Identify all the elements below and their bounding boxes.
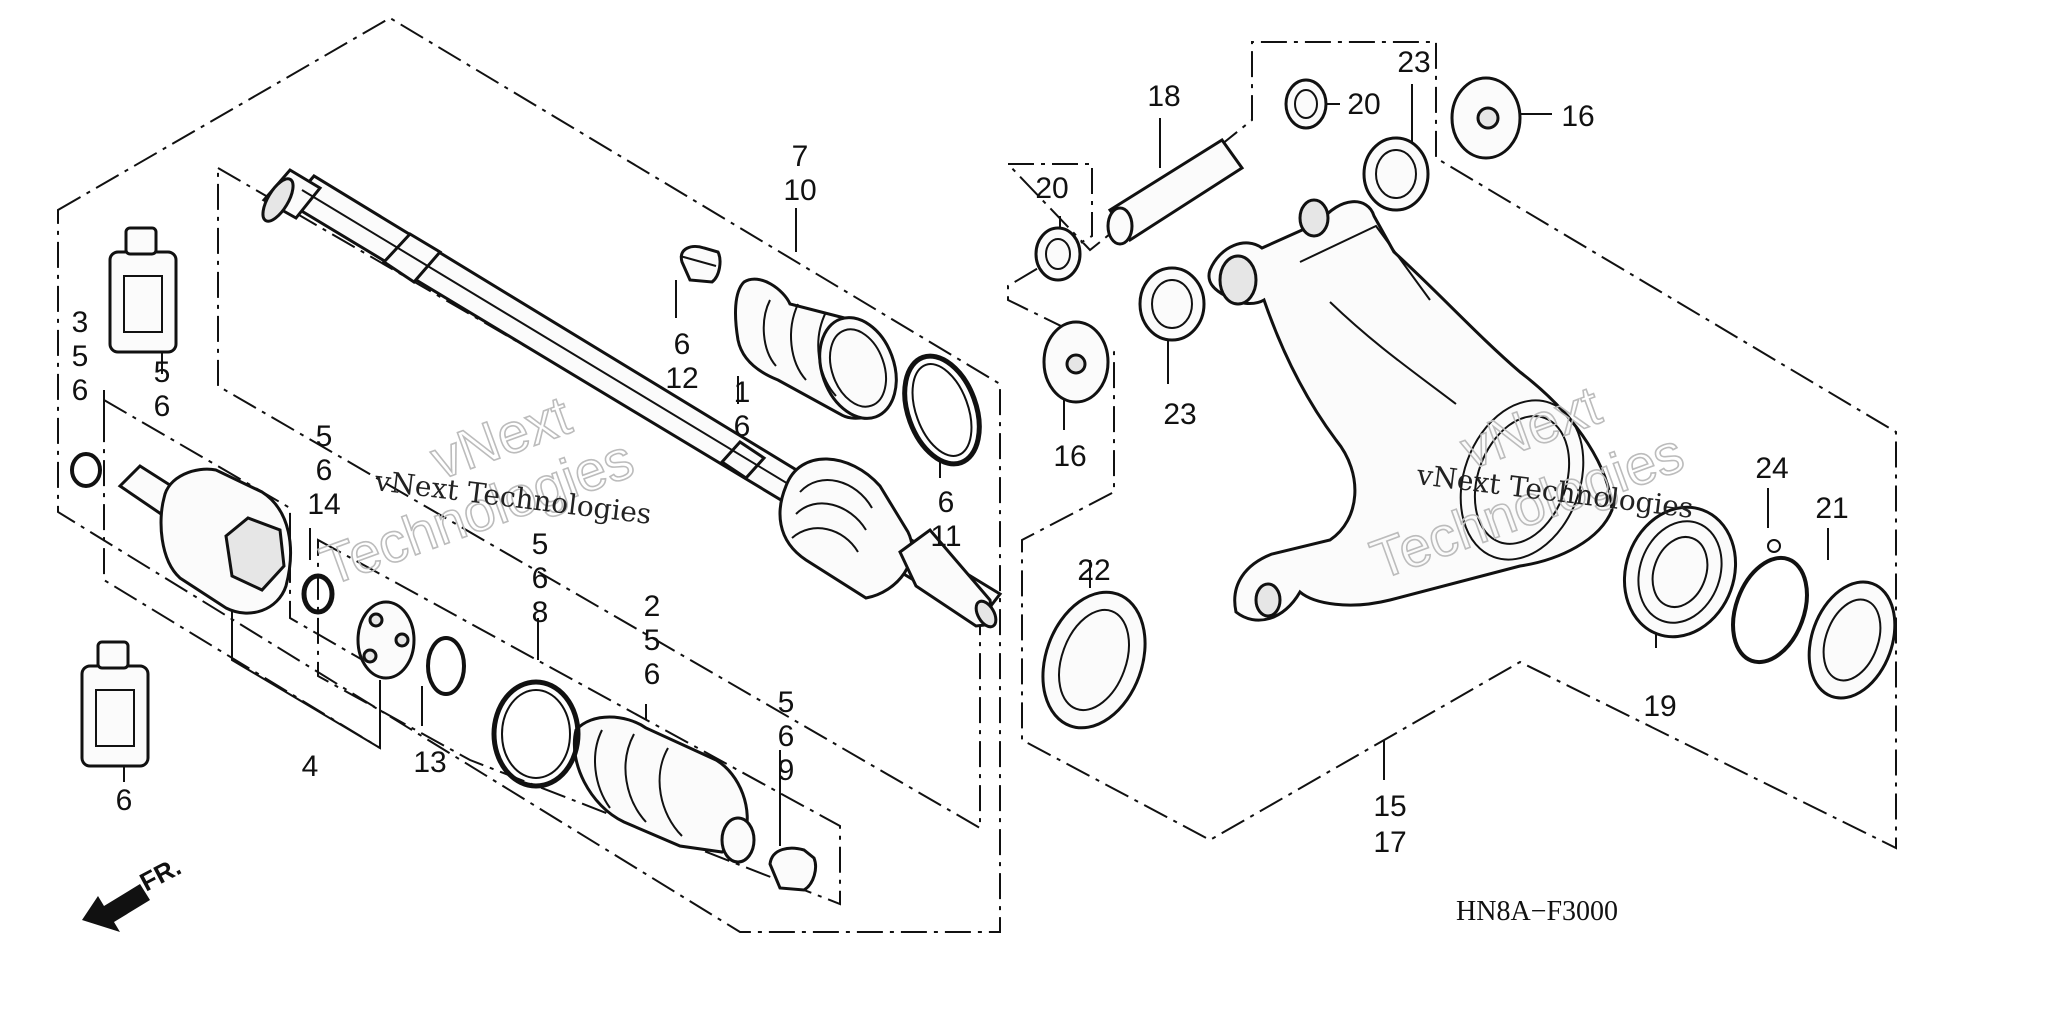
callout-number: 23 [1163,398,1196,431]
callout-6-11: 6 11 [930,486,961,553]
callout-15-17: 15 17 [1373,790,1406,859]
callout-number: 10 [783,174,816,207]
callout-1-6: 1 6 [734,376,751,443]
grease-bottle-top [108,226,178,354]
callout-number: 11 [930,520,961,553]
callout-number: 20 [1035,172,1068,205]
small-band-clamp-top [679,245,722,284]
small-band-clamp-bottom [768,846,818,892]
outer-cv-joint [778,457,998,629]
knuckle-group-outline [1005,41,1897,850]
callout-23-top: 23 [1397,46,1430,79]
inner-cv-joint [117,464,292,615]
callout-number: 1 [734,376,751,409]
callout-2-5-6: 2 5 6 [644,590,661,691]
callout-number: 6 [938,486,955,519]
callout-number: 3 [72,306,89,339]
callout-number: 22 [1077,554,1110,587]
inner-boot [573,715,756,864]
callout-number: 7 [792,140,809,173]
rear-knuckle [1207,198,1614,622]
callout-number: 6 [532,562,549,595]
callout-number: 20 [1347,88,1380,121]
callout-23-left: 23 [1163,398,1196,431]
callout-number: 5 [154,356,171,389]
callout-number: 16 [1561,100,1594,133]
grease-bottle-bottom [80,640,150,768]
callout-18: 18 [1147,80,1180,113]
callout-number: 5 [532,528,549,561]
callout-number: 14 [307,488,340,521]
callout-number: 6 [778,720,795,753]
callout-number: 23 [1397,46,1430,79]
callout-number: 4 [302,750,319,783]
callout-number: 8 [532,596,549,629]
callout-number: 19 [1643,690,1676,723]
stop-ring-3 [70,452,102,488]
callout-number: 6 [734,410,751,443]
diagram-code: HN8A−F3000 [1456,896,1618,927]
callout-number: 16 [1053,440,1086,473]
front-direction-arrow: FR. [82,851,186,932]
snap-ring-13 [426,636,466,696]
callout-6-12: 6 12 [665,328,698,395]
driveshaft-group-outline [57,16,1001,933]
callout-4: 4 [302,750,319,783]
callout-number: 6 [644,658,661,691]
callout-5-6-8: 5 6 8 [532,528,549,629]
callout-20-left: 20 [1035,172,1068,205]
callout-5-6-14: 5 6 14 [307,420,340,521]
cap-16-left [1042,320,1110,404]
callout-number: 9 [778,754,795,787]
callout-13: 13 [413,746,446,779]
dust-seal-20-left [1034,226,1082,282]
callout-number: 6 [674,328,691,361]
inner-race-and-balls [356,600,416,680]
callout-5-6-bottle: 5 6 [154,356,171,423]
callout-number: 5 [644,624,661,657]
large-band-clamp-top [902,353,982,467]
callout-5-6-9: 5 6 9 [778,686,795,787]
bearing-23-left [1138,266,1206,342]
callout-number: 5 [316,420,333,453]
cap-16-top [1450,76,1522,160]
snap-ring-24 [1731,539,1809,665]
callout-number: 6 [154,390,171,423]
callout-number: 17 [1373,826,1406,859]
callout-number: 5 [72,340,89,373]
oil-seal-21 [1807,580,1897,700]
callout-number: 21 [1815,492,1848,525]
callout-24: 24 [1755,452,1788,485]
callout-6-bottle: 6 [116,784,133,817]
large-band-clamp-bottom [491,679,581,789]
dust-seal-20-top [1284,78,1328,130]
pivot-collar-18 [1106,137,1245,246]
bearing-23-top [1362,136,1430,212]
callout-number: 5 [778,686,795,719]
callout-19: 19 [1643,690,1676,723]
callout-number: 6 [72,374,89,407]
arrow-icon [82,884,150,932]
callout-number: 6 [316,454,333,487]
watermark-left: vNext Technologies vNext Technologies [312,382,653,598]
callout-16-top: 16 [1561,100,1594,133]
callout-20-top: 20 [1347,88,1380,121]
oil-seal-22 [1041,590,1147,730]
callout-22: 22 [1077,554,1110,587]
wheel-bearing-19 [1622,505,1738,639]
callout-number: 6 [116,784,133,817]
clip-14 [301,573,335,615]
callout-number: 12 [665,362,698,395]
callout-7-10: 7 10 [783,140,816,207]
callout-number: 24 [1755,452,1788,485]
callout-3-5-6: 3 5 6 [72,306,89,407]
callout-number: 2 [644,590,661,623]
outer-boot [734,277,898,420]
callout-21: 21 [1815,492,1848,525]
callout-number: 18 [1147,80,1180,113]
callout-number: 15 [1373,790,1406,823]
callout-16-left: 16 [1053,440,1086,473]
callout-number: 13 [413,746,446,779]
